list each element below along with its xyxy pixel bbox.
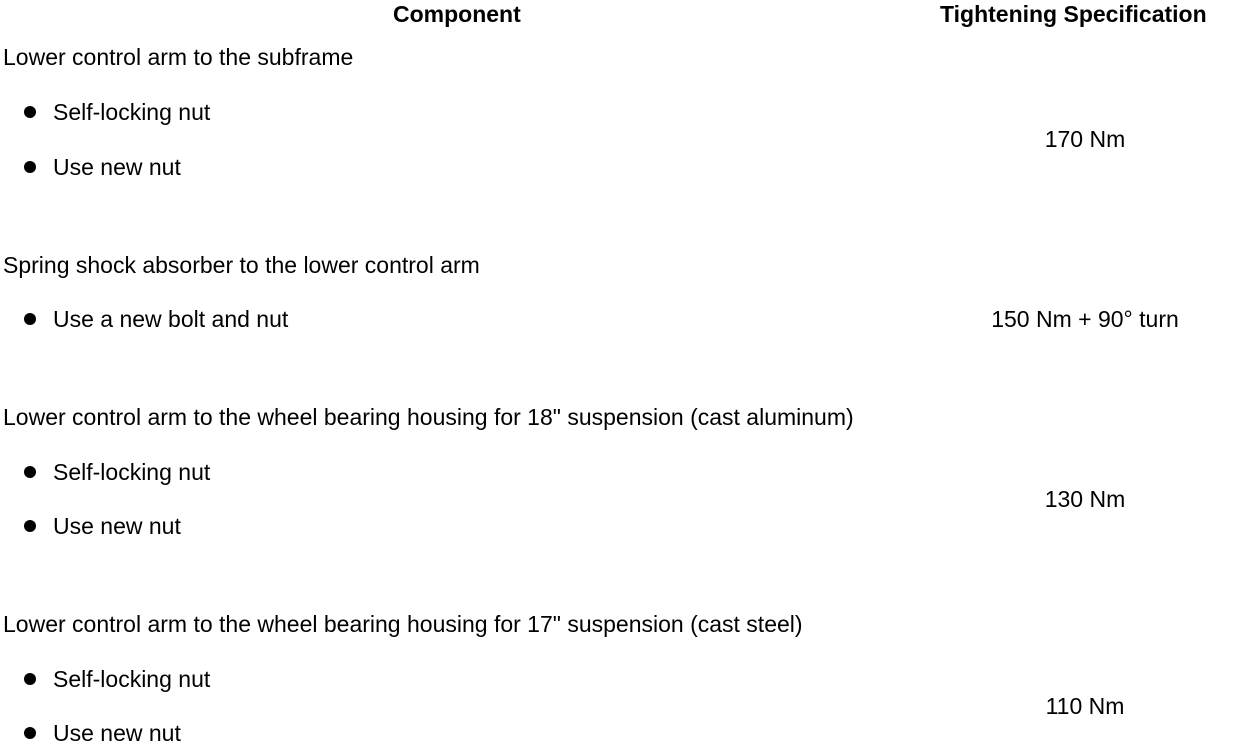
- bullet-icon: [24, 161, 36, 173]
- row-2-bullet-1: Use a new bolt and nut: [24, 305, 288, 333]
- row-4-title: Lower control arm to the wheel bearing h…: [3, 611, 803, 637]
- row-3-spec: 130 Nm: [1044, 486, 1126, 512]
- row-2-spec: 150 Nm + 90° turn: [991, 306, 1179, 332]
- bullet-icon: [24, 106, 36, 118]
- column-header-specification: Tightening Specification: [940, 1, 1207, 27]
- bullet-icon: [24, 313, 36, 325]
- row-1-bullet-2: Use new nut: [24, 153, 181, 181]
- bullet-text: Use new nut: [53, 720, 181, 746]
- row-4-bullet-2: Use new nut: [24, 719, 181, 747]
- row-2-title: Spring shock absorber to the lower contr…: [3, 252, 480, 278]
- column-header-component: Component: [393, 1, 521, 27]
- row-3-bullet-2: Use new nut: [24, 512, 181, 540]
- row-4-spec: 110 Nm: [1045, 693, 1125, 719]
- bullet-icon: [24, 520, 36, 532]
- row-1-spec: 170 Nm: [1044, 126, 1126, 152]
- bullet-text: Use new nut: [53, 154, 181, 180]
- bullet-text: Use a new bolt and nut: [53, 306, 289, 332]
- bullet-icon: [24, 727, 36, 739]
- bullet-icon: [24, 673, 36, 685]
- row-1-title: Lower control arm to the subframe: [3, 44, 354, 70]
- row-4-bullet-1: Self-locking nut: [24, 665, 210, 693]
- row-3-bullet-1: Self-locking nut: [24, 458, 210, 486]
- row-1-bullet-1: Self-locking nut: [24, 98, 210, 126]
- bullet-text: Self-locking nut: [53, 666, 211, 692]
- bullet-icon: [24, 466, 36, 478]
- bullet-text: Self-locking nut: [53, 459, 211, 485]
- row-3-title: Lower control arm to the wheel bearing h…: [3, 404, 854, 430]
- bullet-text: Use new nut: [53, 513, 181, 539]
- bullet-text: Self-locking nut: [53, 99, 211, 125]
